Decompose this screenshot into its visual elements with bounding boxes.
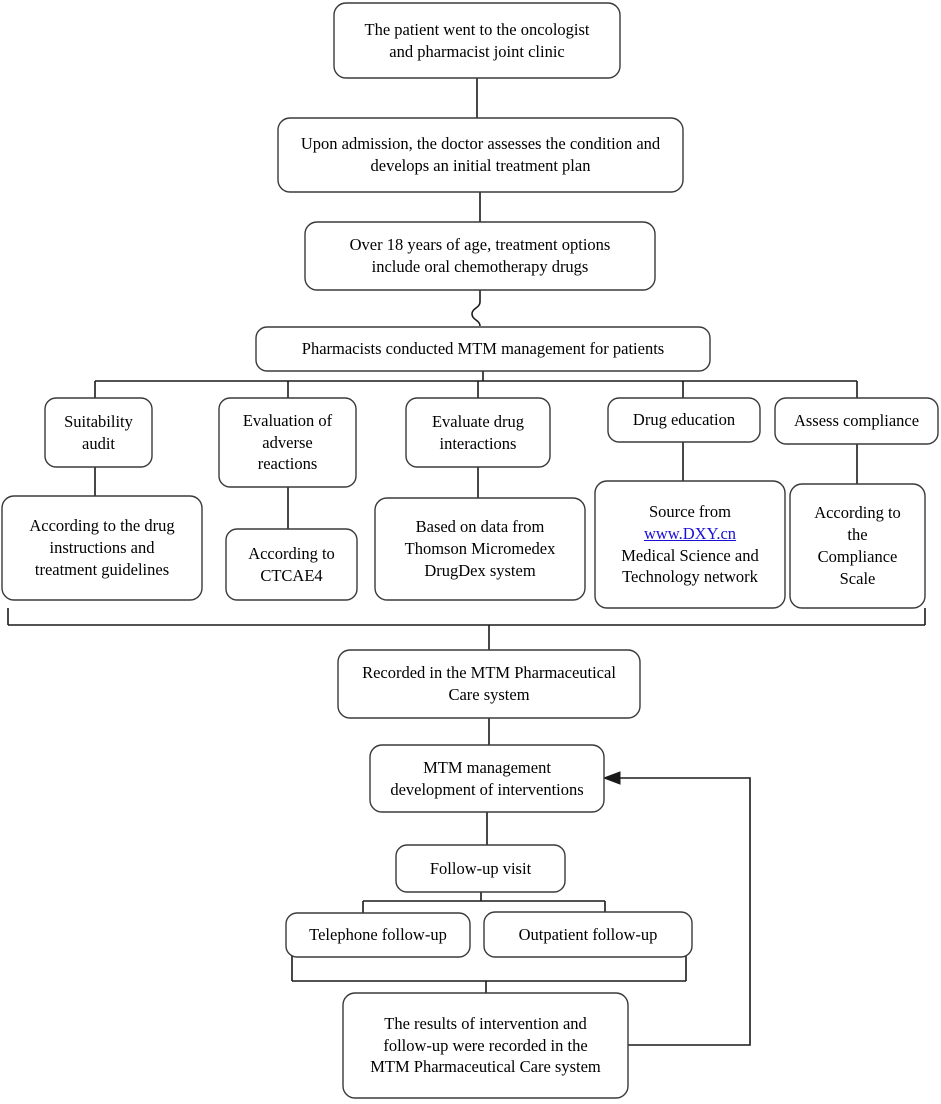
node-box-n10[interactable] [1, 495, 203, 601]
node-box-n13[interactable] [594, 480, 786, 609]
node-box-n17[interactable] [395, 844, 566, 893]
node-box-n11[interactable] [225, 528, 358, 601]
node-box-n18[interactable] [285, 912, 471, 958]
node-box-n14[interactable] [789, 483, 926, 609]
node-box-n7[interactable] [405, 397, 551, 468]
node-box-n9[interactable] [774, 397, 939, 445]
connector-layer [7, 78, 926, 1046]
node-box-n2[interactable] [277, 117, 684, 193]
node-box-n20[interactable] [342, 992, 629, 1099]
feedback-arrowhead-icon [602, 771, 621, 785]
edge-n3-n4 [471, 290, 481, 327]
node-box-n12[interactable] [374, 497, 586, 601]
node-box-n5[interactable] [44, 397, 153, 468]
node-box-n1[interactable] [333, 2, 621, 79]
node-box-n8[interactable] [607, 397, 761, 443]
node-box-n3[interactable] [304, 221, 656, 291]
edge-n17-branchbar [363, 892, 605, 902]
node-box-n16[interactable] [369, 744, 605, 813]
node-box-n4[interactable] [255, 326, 711, 372]
edge-merge-bar-top [7, 608, 926, 626]
edge-n4-branchbar [95, 371, 857, 382]
edge-n20-n16-feedback [612, 777, 751, 1046]
edge-followup-merge-bar [291, 956, 687, 982]
node-box-n15[interactable] [337, 649, 641, 719]
node-box-n19[interactable] [483, 911, 693, 958]
node-box-n6[interactable] [218, 397, 357, 488]
